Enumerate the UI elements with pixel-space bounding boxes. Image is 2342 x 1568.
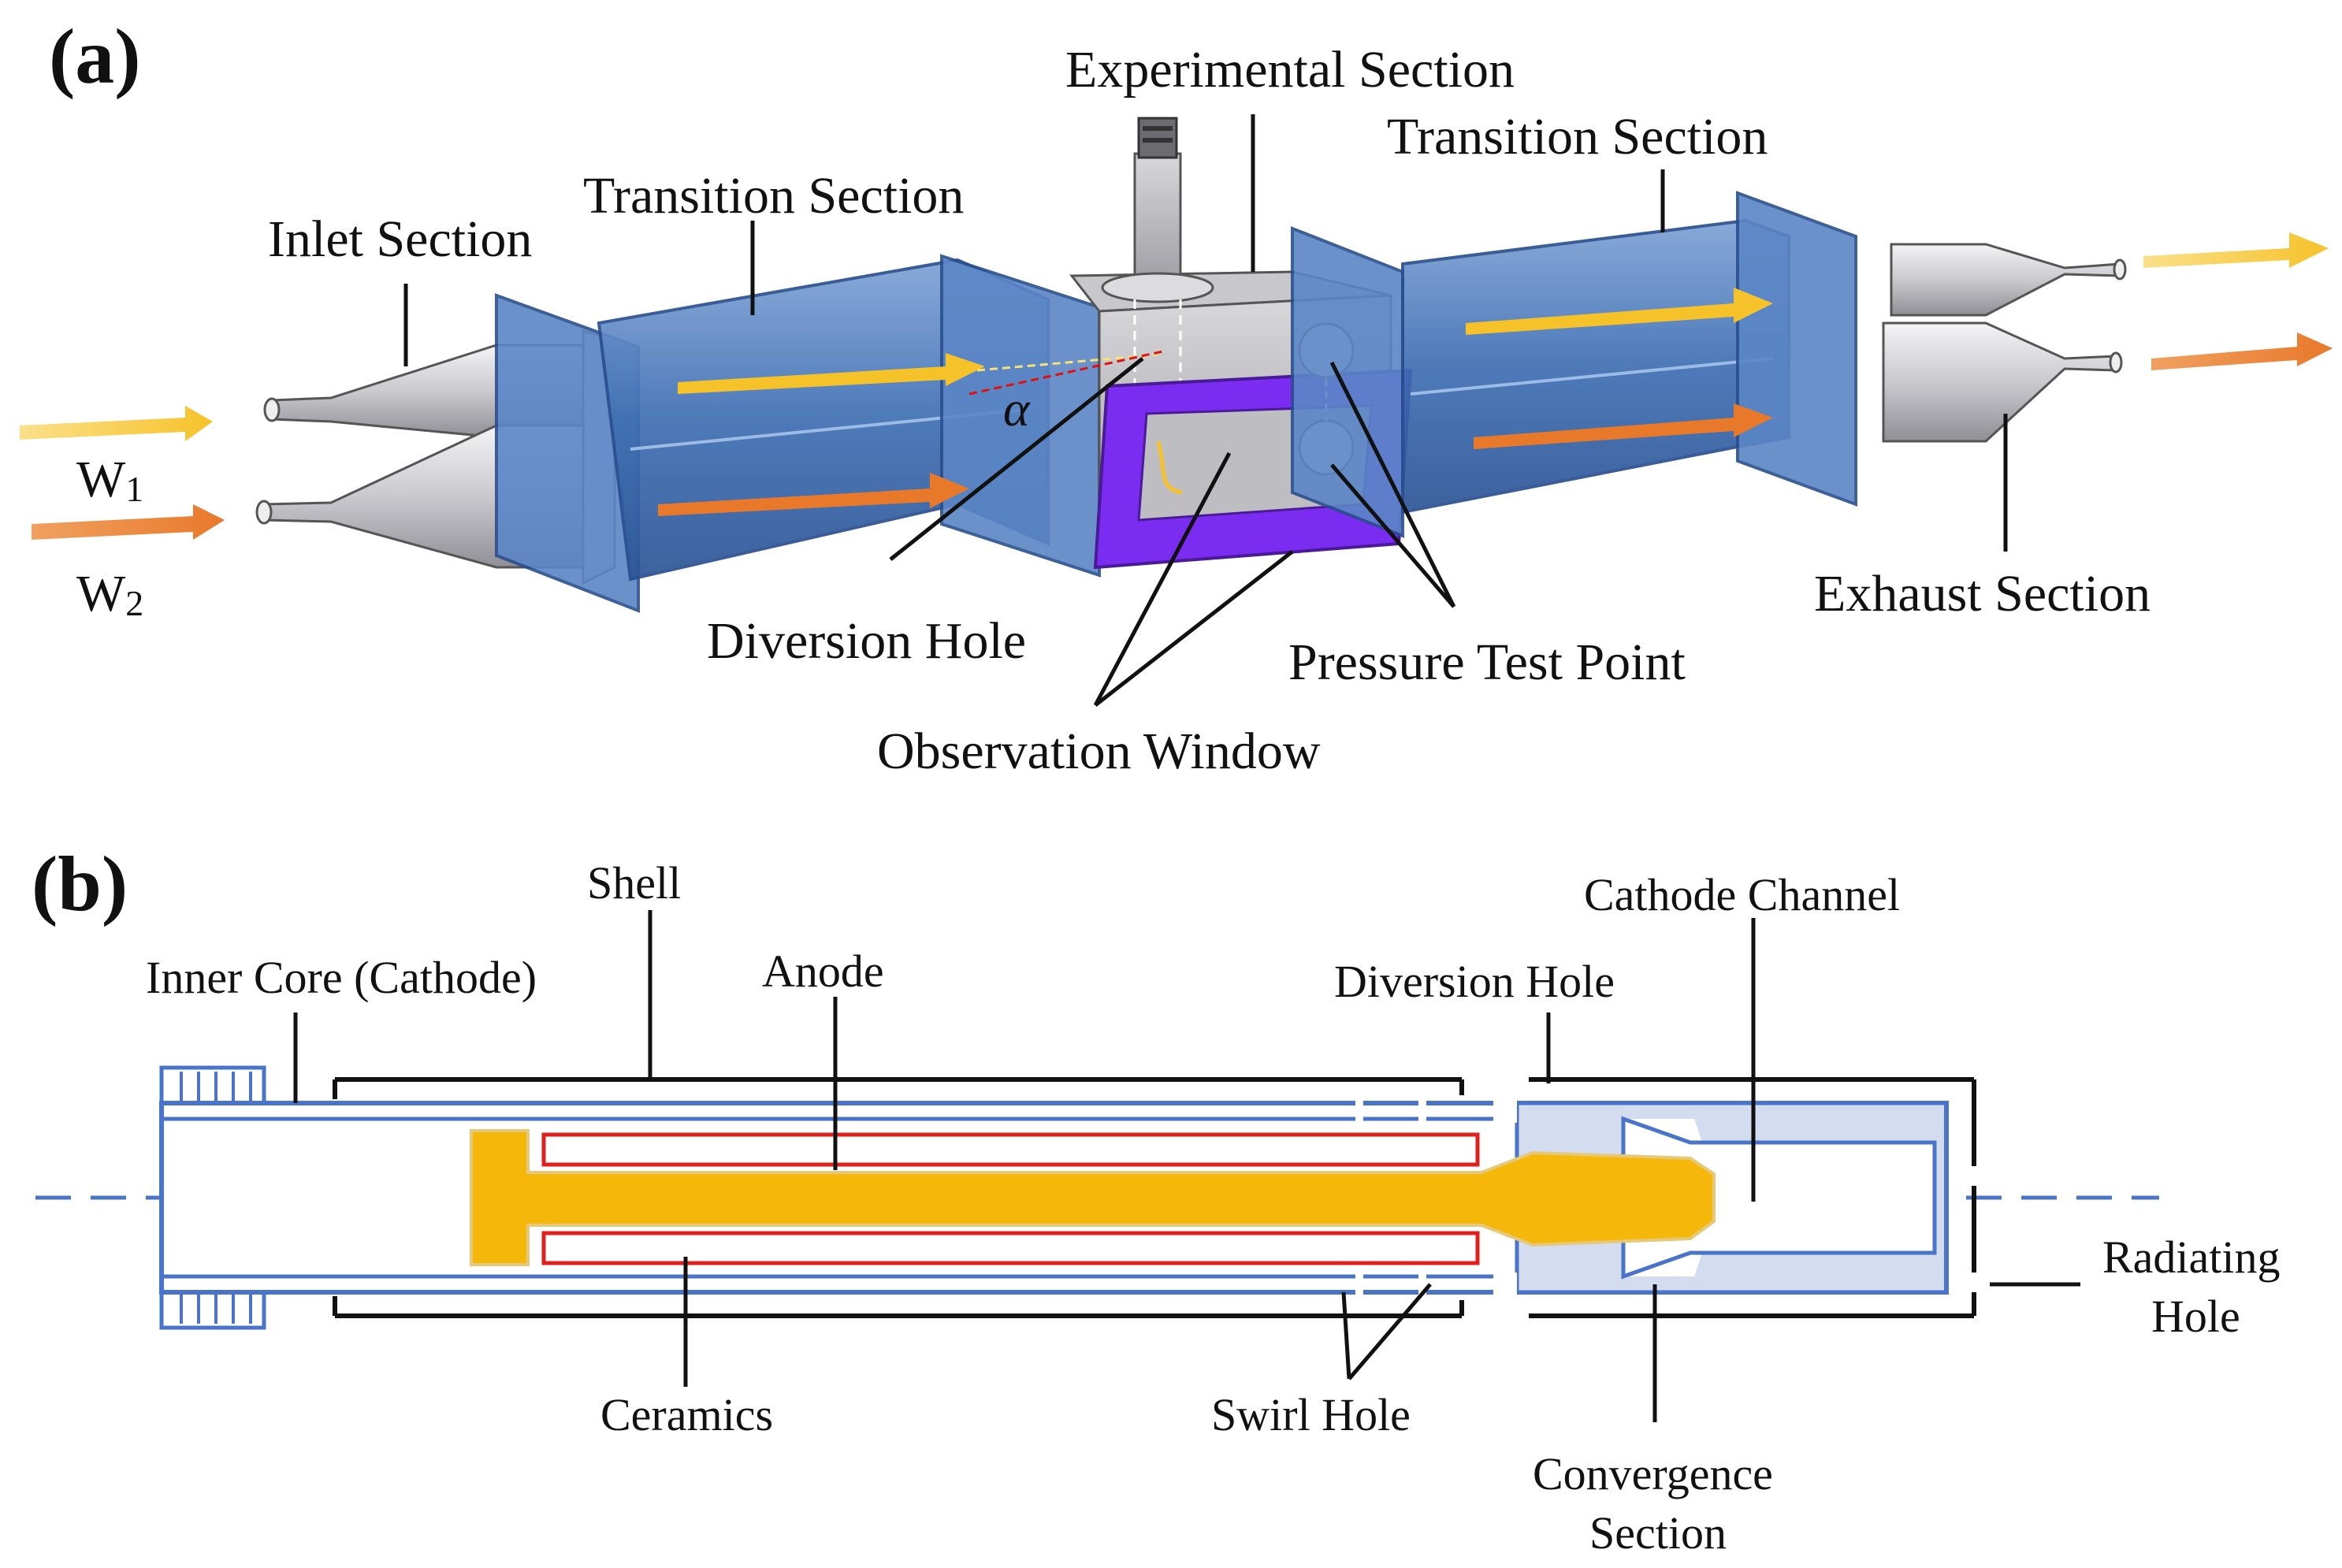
label-inlet-section: Inlet Section: [268, 210, 532, 268]
alpha-label: α: [1003, 381, 1031, 437]
panel-b-letter: (b): [32, 840, 128, 927]
label-convergence-1: Convergence: [1533, 1448, 1773, 1499]
orange-arrow-right-duct: [1474, 403, 1773, 449]
middle-flange-left: [940, 254, 1101, 578]
orange-arrow-left-duct: [658, 473, 969, 516]
yellow-arrow-right-duct: [1466, 288, 1773, 335]
w2-inflow-arrow: [32, 504, 225, 540]
label-swirl-hole: Swirl Hole: [1211, 1389, 1411, 1440]
label-w1: W1: [76, 451, 143, 509]
label-diversion-hole-b: Diversion Hole: [1334, 956, 1615, 1007]
exhaust-section-cones: [1882, 243, 2127, 443]
orange-outflow-arrow: [2151, 333, 2333, 370]
flow-arrows: [20, 232, 2333, 540]
label-diversion-hole-a: Diversion Hole: [707, 612, 1026, 670]
panel-a-letter: (a): [49, 13, 141, 100]
label-convergence-2: Section: [1589, 1507, 1727, 1559]
convergence-section: [1621, 1116, 1937, 1280]
label-observation-window: Observation Window: [877, 723, 1321, 780]
panel-b: (b): [32, 840, 2281, 1559]
yellow-arrow-left-duct: [678, 353, 985, 394]
inlet-flange: [495, 293, 640, 613]
label-cathode-channel: Cathode Channel: [1584, 869, 1900, 920]
label-transition-section-left: Transition Section: [583, 167, 964, 225]
label-ceramics: Ceramics: [600, 1389, 773, 1440]
w1-inflow-arrow: [20, 406, 213, 441]
label-anode: Anode: [762, 946, 884, 997]
label-inner-core: Inner Core (Cathode): [146, 952, 537, 1003]
middle-flange-right: [1291, 226, 1404, 538]
label-w2: W2: [76, 565, 143, 623]
ceramic-tube-bottom: [541, 1231, 1480, 1265]
label-shell: Shell: [587, 857, 681, 908]
label-exhaust-section: Exhaust Section: [1814, 565, 2151, 622]
label-pressure-test-point: Pressure Test Point: [1288, 634, 1686, 691]
panel-a: (a): [20, 13, 2333, 780]
label-radiating-hole-2: Hole: [2151, 1291, 2240, 1342]
yellow-outflow-arrow: [2143, 232, 2329, 268]
exhaust-flange: [1736, 191, 1857, 507]
label-experimental-section: Experimental Section: [1065, 41, 1515, 98]
label-transition-section-right: Transition Section: [1387, 108, 1768, 165]
anode: [470, 1129, 1716, 1266]
ceramic-tube-top: [541, 1132, 1480, 1167]
label-radiating-hole-1: Radiating: [2102, 1232, 2281, 1283]
transition-duct-right: [1401, 218, 1790, 515]
